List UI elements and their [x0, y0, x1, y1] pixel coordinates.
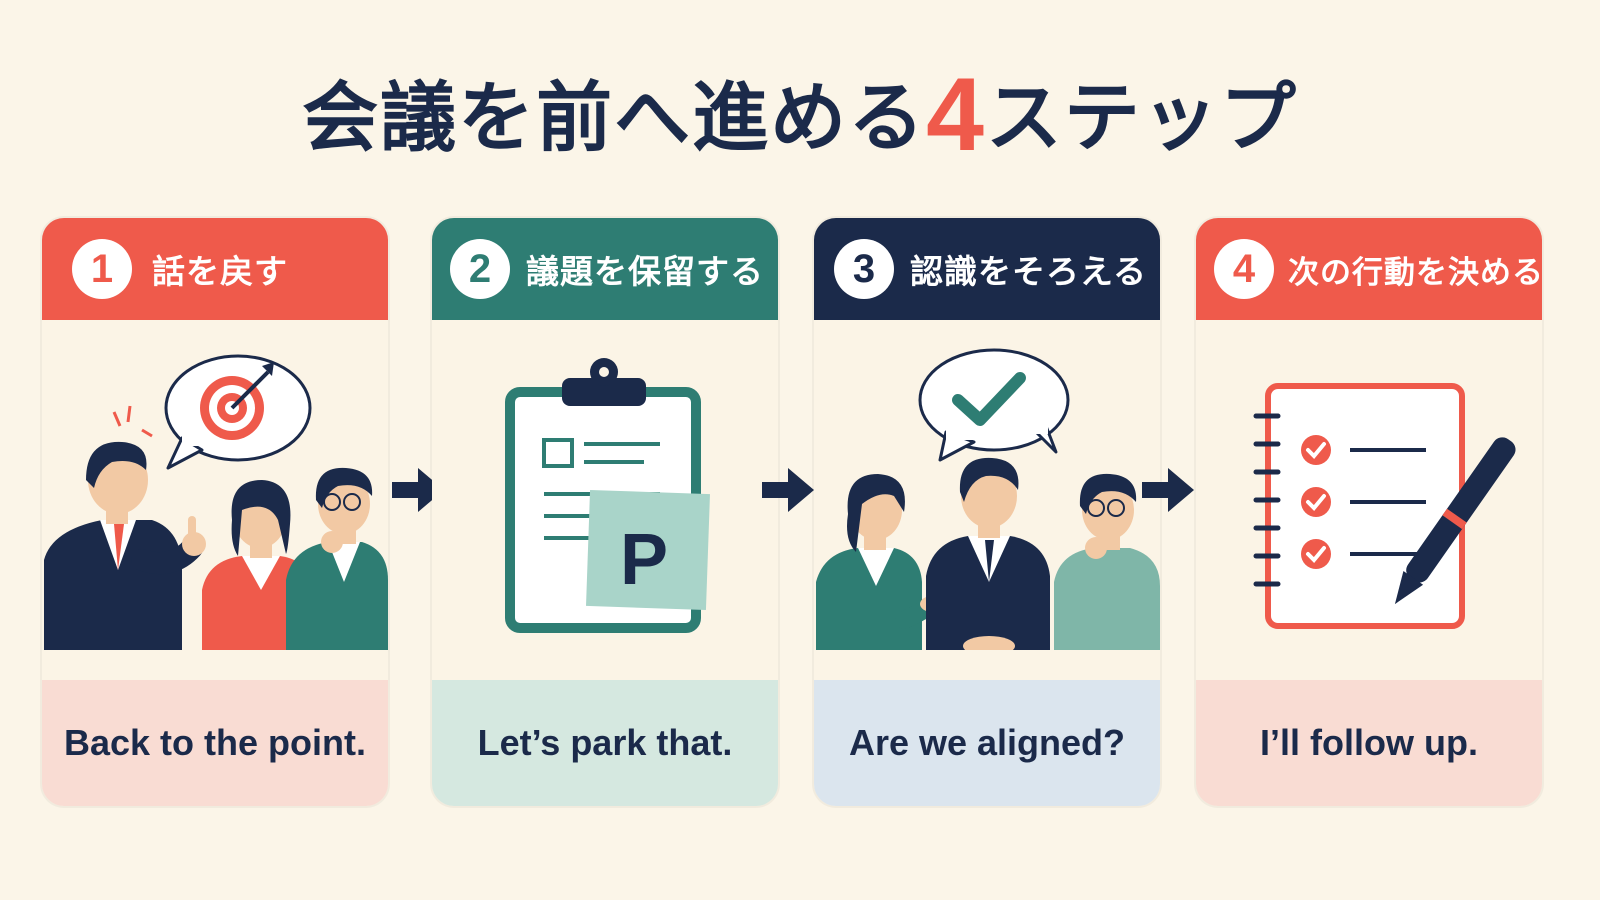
step-2-header: 2 議題を保留する — [432, 218, 778, 320]
step-1-phrase: Back to the point. — [63, 722, 366, 763]
step-3-footer: Are we aligned? — [814, 680, 1160, 806]
step-card-2: 2 議題を保留する P Let’s park that. — [432, 218, 778, 806]
man-center — [926, 457, 1050, 656]
step-1-header: 1 話を戻す — [42, 218, 388, 320]
step-3-header: 3 認識をそろえる — [814, 218, 1160, 320]
woman-gesturing — [816, 474, 944, 650]
park-letter: P — [620, 520, 668, 600]
step-4-header: 4 次の行動を決める — [1196, 218, 1542, 320]
step-card-4: 4 次の行動を決める — [1196, 218, 1542, 806]
step-3-phrase: Are we aligned? — [848, 722, 1126, 763]
woman-listening — [202, 480, 312, 650]
target-icon — [200, 362, 274, 440]
man-thinking — [1054, 473, 1160, 650]
step-1-label: 話を戻す — [152, 252, 288, 291]
title-number: 4 — [926, 57, 986, 173]
step-3-number-badge: 3 — [834, 239, 894, 299]
page-title: 会議を前へ進める4ステップ — [0, 60, 1600, 173]
step-1-number-badge: 1 — [72, 239, 132, 299]
man-thinking — [286, 467, 388, 650]
arrow-right-icon — [762, 468, 814, 512]
arrow-right-icon — [1142, 468, 1194, 512]
step-2-footer: Let’s park that. — [432, 680, 778, 806]
step-2-illustration: P — [432, 320, 778, 680]
step-4-label: 次の行動を決める — [1288, 254, 1542, 291]
step-card-3: 3 認識をそろえる — [814, 218, 1160, 806]
step-4-footer: I’ll follow up. — [1196, 680, 1542, 806]
step-2-label: 議題を保留する — [526, 252, 764, 291]
step-4-number-badge: 4 — [1214, 239, 1274, 299]
step-4-illustration — [1196, 320, 1542, 680]
title-main: 会議を前へ進める — [302, 73, 927, 162]
step-1-footer: Back to the point. — [42, 680, 388, 806]
arrow-right-icon — [392, 468, 444, 512]
step-1-illustration — [42, 320, 388, 680]
park-sticky-note-icon: P — [586, 489, 710, 611]
step-2-number-badge: 2 — [450, 239, 510, 299]
step-card-1: 1 話を戻す — [42, 218, 388, 806]
step-2-phrase: Let’s park that. — [477, 722, 733, 763]
checklist-notebook-icon — [1253, 383, 1465, 629]
title-suffix: ステップ — [985, 73, 1298, 162]
pen-icon — [1394, 437, 1516, 605]
step-3-illustration — [814, 320, 1160, 680]
man-pointing — [44, 441, 206, 650]
step-4-phrase: I’ll follow up. — [1260, 722, 1478, 763]
step-3-label: 認識をそろえる — [910, 252, 1148, 291]
check-icon — [952, 372, 1026, 426]
